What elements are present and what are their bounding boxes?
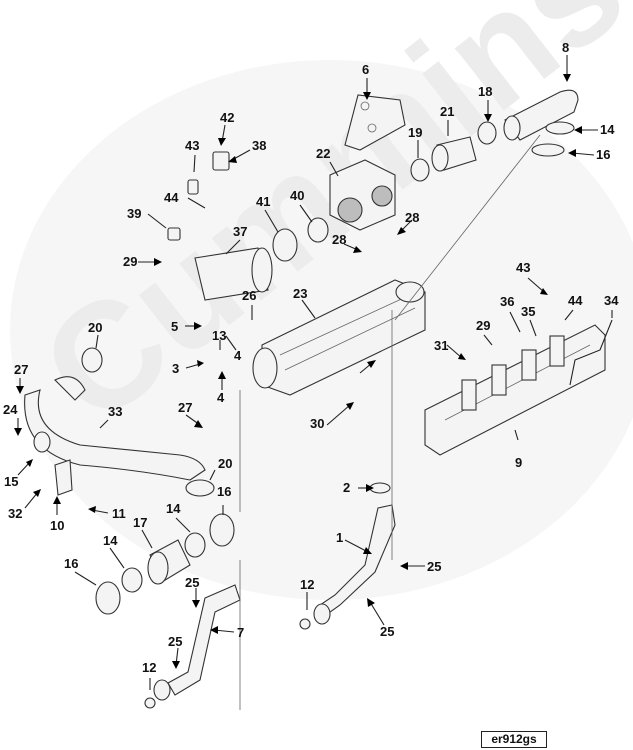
callout-19: 19 — [408, 125, 422, 140]
callout-30: 30 — [310, 416, 324, 431]
part-shapes — [24, 89, 613, 710]
watermark-logo: Cummins — [10, 0, 633, 600]
callout-42: 42 — [220, 110, 234, 125]
callout-43-left: 43 — [185, 138, 199, 153]
callout-25-right: 25 — [427, 559, 441, 574]
callout-44-left: 44 — [164, 190, 179, 205]
callout-20-top: 20 — [88, 320, 102, 335]
callout-39: 39 — [127, 206, 141, 221]
callout-16-low: 16 — [64, 556, 78, 571]
callout-34: 34 — [604, 293, 619, 308]
callout-11: 11 — [112, 506, 126, 521]
callout-16-top: 16 — [596, 147, 610, 162]
leader-lines — [14, 55, 613, 690]
callout-8: 8 — [562, 40, 569, 55]
callout-24: 24 — [3, 402, 18, 417]
callout-21: 21 — [440, 104, 454, 119]
callout-28-mid: 28 — [332, 232, 346, 247]
callout-9: 9 — [515, 455, 522, 470]
callout-23: 23 — [293, 286, 307, 301]
callout-31: 31 — [434, 338, 448, 353]
callout-22: 22 — [316, 146, 330, 161]
callout-27-mid: 27 — [178, 400, 192, 415]
callout-27-left: 27 — [14, 362, 28, 377]
callout-15: 15 — [4, 474, 18, 489]
callout-12-mid: 12 — [300, 577, 314, 592]
callout-7: 7 — [237, 625, 244, 640]
callout-25-low: 25 — [185, 575, 199, 590]
callout-44-right: 44 — [568, 293, 583, 308]
callout-29-left: 29 — [123, 254, 137, 269]
callout-10: 10 — [50, 518, 64, 533]
callout-28-right: 28 — [405, 210, 419, 225]
callout-29-right: 29 — [476, 318, 490, 333]
callout-20-mid: 20 — [218, 456, 232, 471]
callout-14-mid: 14 — [166, 501, 181, 516]
callout-36: 36 — [500, 294, 514, 309]
callout-18: 18 — [478, 84, 492, 99]
callout-32: 32 — [8, 506, 22, 521]
callout-1: 1 — [336, 530, 343, 545]
callout-14-top: 14 — [600, 122, 615, 137]
callout-13: 13 — [212, 328, 226, 343]
callout-37: 37 — [233, 224, 247, 239]
callout-35: 35 — [521, 304, 535, 319]
callout-6: 6 — [362, 62, 369, 77]
callout-25-bottom: 25 — [168, 634, 182, 649]
callout-38: 38 — [252, 138, 266, 153]
callout-4-bottom: 4 — [217, 390, 225, 405]
callout-12-bottom: 12 — [142, 660, 156, 675]
callout-5: 5 — [171, 319, 178, 334]
callout-17: 17 — [133, 515, 147, 530]
callout-43-right: 43 — [516, 260, 530, 275]
callout-33: 33 — [108, 404, 122, 419]
callout-14-low: 14 — [103, 533, 118, 548]
callout-3: 3 — [172, 361, 179, 376]
callout-2: 2 — [343, 480, 350, 495]
callout-labels: 8 6 18 21 42 14 19 43 38 22 16 44 40 41 … — [3, 40, 619, 675]
callout-16-mid: 16 — [217, 484, 231, 499]
callout-25-bottom-right: 25 — [380, 624, 394, 639]
callout-26: 26 — [242, 288, 256, 303]
drawing-code-label: er912gs — [481, 731, 547, 748]
callout-40: 40 — [290, 188, 304, 203]
callout-41: 41 — [256, 194, 270, 209]
callout-4-right: 4 — [234, 348, 242, 363]
